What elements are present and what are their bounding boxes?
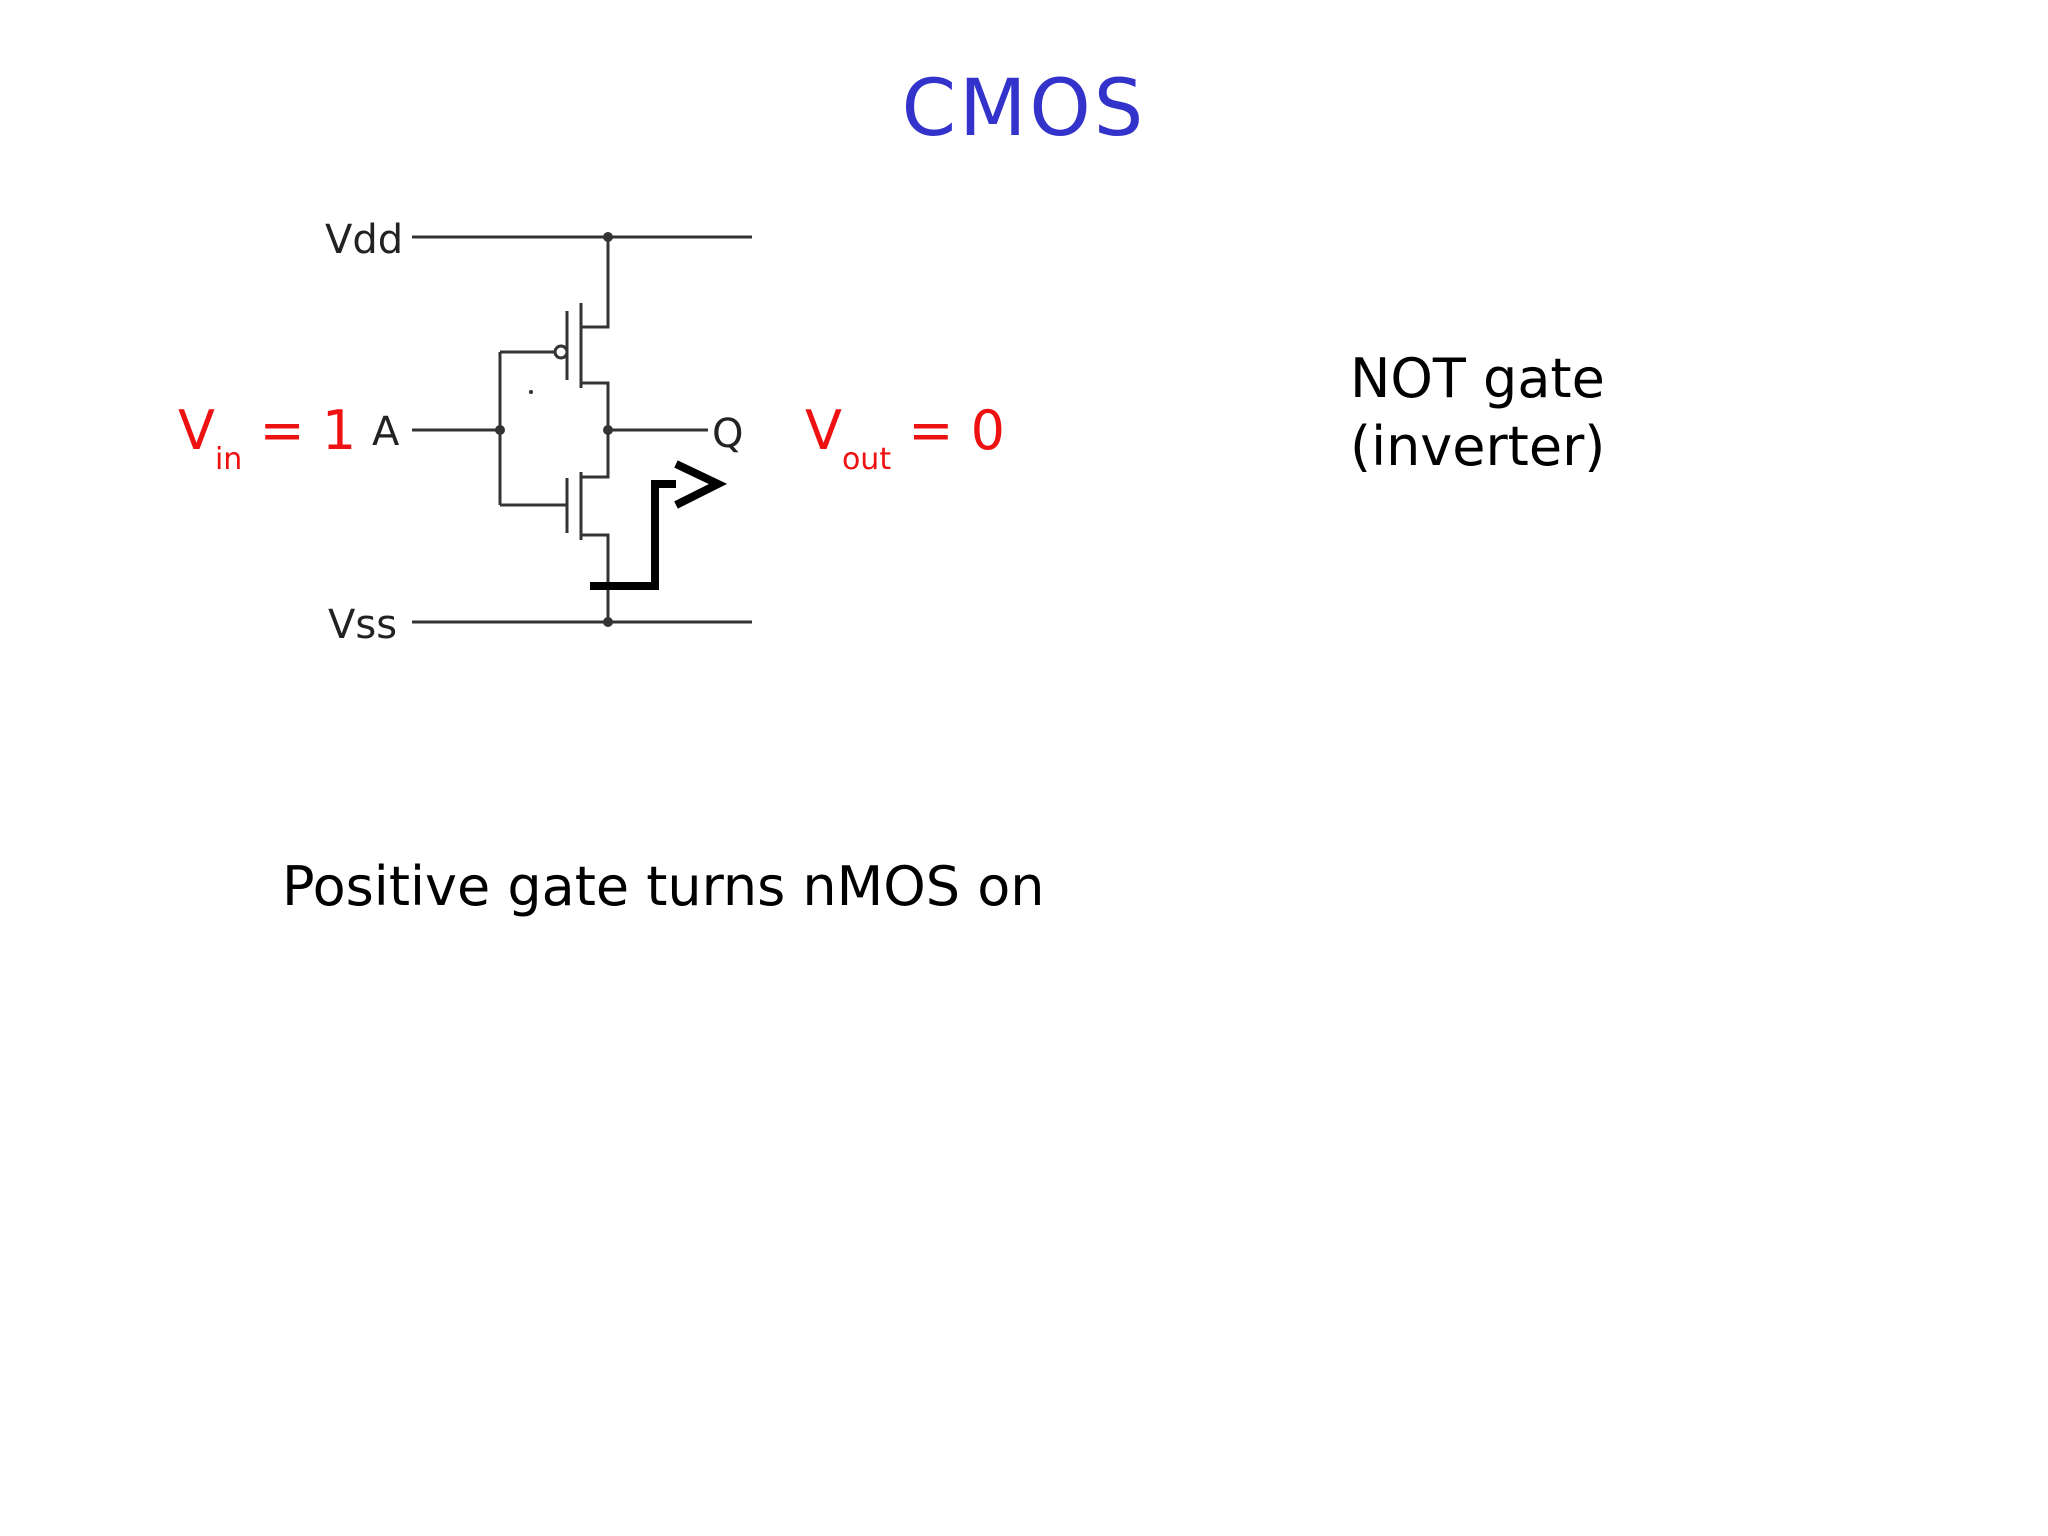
- gate-name-line: NOT gate: [1350, 347, 1605, 410]
- caption-text: Positive gate turns nMOS on: [282, 855, 1045, 918]
- input-wire: [412, 352, 502, 505]
- nmos-transistor: [500, 430, 610, 622]
- vdd-label: Vdd: [325, 217, 403, 263]
- vin-label: Vin = 1: [178, 399, 357, 477]
- slide-title: CMOS: [901, 64, 1147, 154]
- junction-dots: [495, 232, 613, 627]
- gate-description: NOT gate (inverter): [1350, 345, 1605, 481]
- pmos-transistor: [500, 237, 610, 430]
- vss-label: Vss: [328, 602, 397, 648]
- input-label: A: [372, 409, 400, 455]
- gate-alias-line: (inverter): [1350, 415, 1606, 478]
- output-label: Q: [712, 411, 743, 457]
- vout-label: Vout = 0: [805, 399, 1006, 477]
- current-path-arrow: [590, 460, 728, 590]
